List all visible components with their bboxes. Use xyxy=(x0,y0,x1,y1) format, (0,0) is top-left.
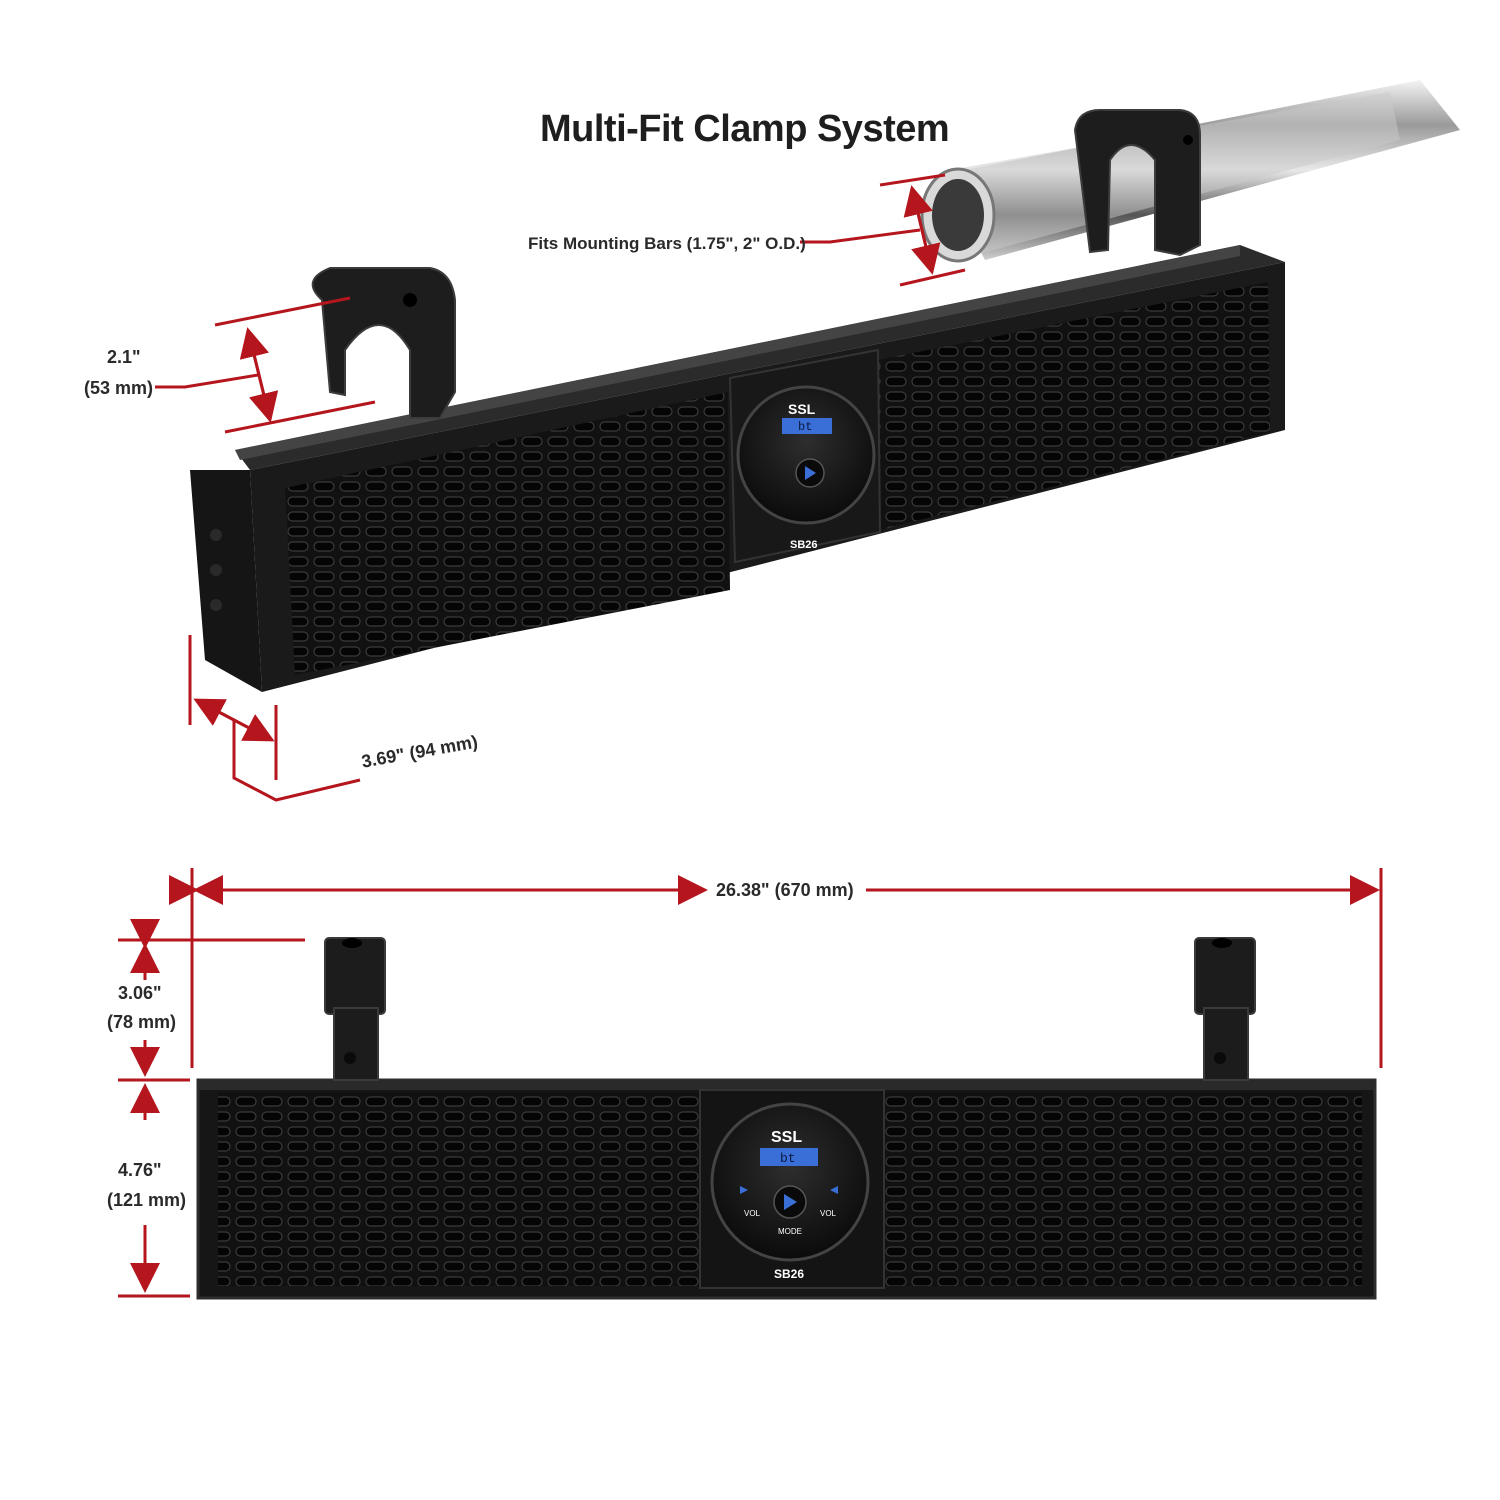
page-title: Multi-Fit Clamp System xyxy=(540,108,950,150)
model-label-angled: SB26 xyxy=(790,539,818,551)
control-head-front xyxy=(710,1102,870,1262)
clamp-left-front xyxy=(324,937,386,1081)
clamp-height-inch-label: 3.06" xyxy=(118,983,162,1003)
clamp-height-mm-label: (78 mm) xyxy=(107,1012,177,1032)
display-front: bt xyxy=(780,1151,796,1166)
clamp-right-front xyxy=(1194,937,1256,1081)
mounting-bar-label: Fits Mounting Bars (1.75", 2" O.D.) xyxy=(528,234,806,253)
brand-logo-angled: SSL xyxy=(788,401,816,417)
body-height-inch-label: 4.76" xyxy=(118,1160,162,1180)
width-label: 26.38" (670 mm) xyxy=(716,880,854,900)
right-grille-angled xyxy=(878,282,1270,530)
dimension-lines xyxy=(118,173,1383,1298)
clamp-left-angled xyxy=(311,267,456,419)
left-grille-angled xyxy=(285,392,730,675)
clamp-inner-inch-label: 2.1" xyxy=(107,347,141,367)
left-grille-front xyxy=(218,1092,700,1286)
vol-minus-label: VOL xyxy=(744,1209,761,1218)
mode-label: MODE xyxy=(778,1227,802,1236)
control-head-angled xyxy=(736,385,876,525)
display-angled: bt xyxy=(798,420,812,434)
model-label-front: SB26 xyxy=(774,1267,804,1281)
body-height-mm-label: (121 mm) xyxy=(107,1190,187,1210)
right-grille-front xyxy=(884,1092,1362,1286)
vol-plus-label: VOL xyxy=(820,1209,837,1218)
brand-logo-front: SSL xyxy=(771,1129,802,1146)
clamp-right-angled xyxy=(1073,109,1201,257)
clamp-inner-mm-label: (53 mm) xyxy=(84,378,154,398)
